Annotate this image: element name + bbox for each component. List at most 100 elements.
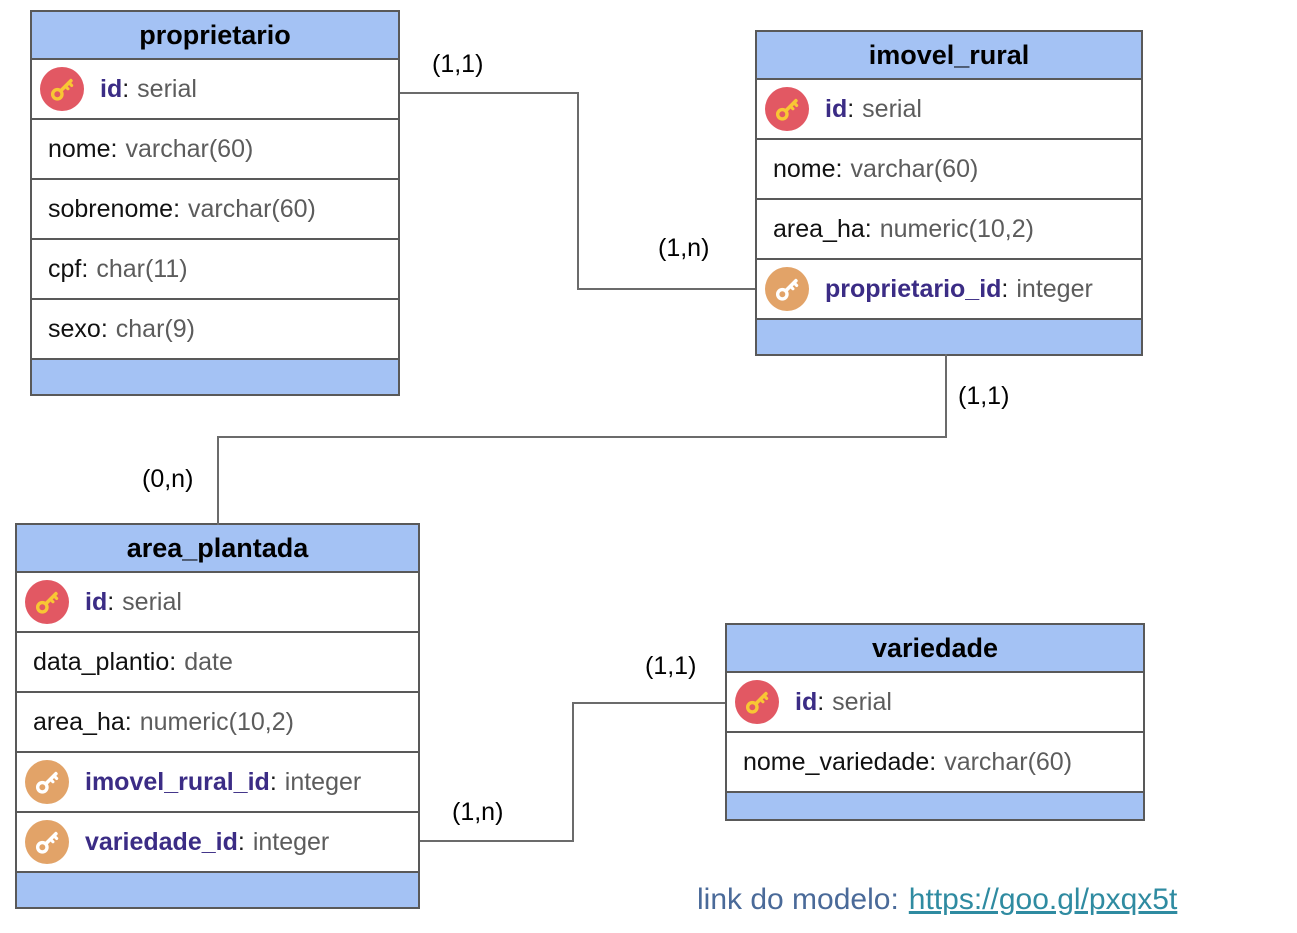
field-type: integer bbox=[1016, 274, 1093, 303]
connection-area-variedade-segment bbox=[420, 840, 574, 842]
field-row-sexo: sexo:char(9) bbox=[32, 300, 398, 360]
field-name: id bbox=[825, 94, 848, 123]
cardinality-label: (1,n) bbox=[452, 798, 504, 826]
field-row-cpf: cpf:char(11) bbox=[32, 240, 398, 300]
connection-area-variedade-segment bbox=[572, 702, 574, 842]
field-separator: : bbox=[237, 827, 245, 856]
field-separator: : bbox=[847, 94, 855, 123]
field-separator: : bbox=[107, 587, 115, 616]
field-name: nome bbox=[773, 154, 836, 183]
cardinality-label: (1,1) bbox=[958, 382, 1010, 410]
field-name: variedade_id bbox=[85, 827, 238, 856]
table-footer-bar bbox=[727, 793, 1143, 819]
field-type: varchar(60) bbox=[188, 194, 316, 223]
cardinality-label: (1,1) bbox=[645, 652, 697, 680]
field-separator: : bbox=[864, 214, 872, 243]
field-row-nome: nome:varchar(60) bbox=[757, 140, 1141, 200]
field-separator: : bbox=[100, 314, 108, 343]
field-row-id: id:serial bbox=[32, 60, 398, 120]
model-link-label: link do modelo: bbox=[697, 883, 899, 916]
field-type: serial bbox=[862, 94, 922, 123]
field-separator: : bbox=[269, 767, 277, 796]
entity-table-imovel-rural[interactable]: imovel_rural id:serial nome:varchar(60) … bbox=[755, 30, 1143, 356]
primary-key-icon bbox=[765, 87, 809, 131]
table-footer-bar bbox=[32, 360, 398, 394]
field-row-proprietario-id: proprietario_id:integer bbox=[757, 260, 1141, 320]
field-row-id: id:serial bbox=[727, 673, 1143, 733]
field-type: serial bbox=[137, 74, 197, 103]
field-separator: : bbox=[817, 687, 825, 716]
connection-imovel-area-segment bbox=[217, 436, 947, 438]
field-row-variedade-id: variedade_id:integer bbox=[17, 813, 418, 873]
field-separator: : bbox=[173, 194, 181, 223]
field-name: cpf bbox=[48, 254, 82, 283]
field-type: integer bbox=[252, 827, 330, 856]
field-separator: : bbox=[122, 74, 130, 103]
field-separator: : bbox=[169, 647, 177, 676]
foreign-key-icon bbox=[765, 267, 809, 311]
field-name: id bbox=[85, 587, 108, 616]
cardinality-label: (1,n) bbox=[658, 234, 710, 262]
field-row-id: id:serial bbox=[757, 80, 1141, 140]
field-type: numeric(10,2) bbox=[139, 707, 294, 736]
entity-table-proprietario[interactable]: proprietario id:serial nome:varchar(60) … bbox=[30, 10, 400, 396]
field-row-sobrenome: sobrenome:varchar(60) bbox=[32, 180, 398, 240]
field-name: proprietario_id bbox=[825, 274, 1002, 303]
table-footer-bar bbox=[17, 873, 418, 907]
connection-proprietario-imovel-segment bbox=[577, 288, 755, 290]
table-footer-bar bbox=[757, 320, 1141, 354]
model-link[interactable]: https://goo.gl/pxqx5t bbox=[908, 883, 1178, 916]
cardinality-label: (1,1) bbox=[432, 50, 484, 78]
field-type: varchar(60) bbox=[125, 134, 254, 163]
entity-table-variedade[interactable]: variedade id:serial nome_variedade:varch… bbox=[725, 623, 1145, 821]
primary-key-icon bbox=[25, 580, 69, 624]
field-name: sexo bbox=[48, 314, 101, 343]
field-separator: : bbox=[110, 134, 118, 163]
cardinality-label: (0,n) bbox=[142, 465, 194, 493]
connection-proprietario-imovel-segment bbox=[400, 92, 578, 94]
field-row-id: id:serial bbox=[17, 573, 418, 633]
field-name: area_ha bbox=[33, 707, 125, 736]
field-row-nome: nome:varchar(60) bbox=[32, 120, 398, 180]
field-name: data_plantio bbox=[33, 647, 170, 676]
foreign-key-icon bbox=[25, 820, 69, 864]
table-title: variedade bbox=[727, 625, 1143, 673]
field-row-data-plantio: data_plantio:date bbox=[17, 633, 418, 693]
field-separator: : bbox=[929, 747, 937, 776]
connection-imovel-area-segment bbox=[217, 436, 219, 525]
primary-key-icon bbox=[735, 680, 779, 724]
entity-table-area-plantada[interactable]: area_plantada id:serial data_plantio:dat… bbox=[15, 523, 420, 909]
field-separator: : bbox=[81, 254, 89, 283]
field-type: integer bbox=[284, 767, 362, 796]
field-type: char(9) bbox=[115, 314, 195, 343]
field-separator: : bbox=[1001, 274, 1009, 303]
field-type: serial bbox=[832, 687, 892, 716]
field-type: char(11) bbox=[96, 254, 188, 283]
table-title: imovel_rural bbox=[757, 32, 1141, 80]
field-type: serial bbox=[122, 587, 182, 616]
field-row-imovel-rural-id: imovel_rural_id:integer bbox=[17, 753, 418, 813]
field-type: varchar(60) bbox=[850, 154, 979, 183]
field-separator: : bbox=[124, 707, 132, 736]
table-title: area_plantada bbox=[17, 525, 418, 573]
field-name: sobrenome bbox=[48, 194, 174, 223]
connection-imovel-area-segment bbox=[945, 354, 947, 438]
field-separator: : bbox=[835, 154, 843, 183]
field-type: varchar(60) bbox=[944, 747, 1073, 776]
foreign-key-icon bbox=[25, 760, 69, 804]
table-title: proprietario bbox=[32, 12, 398, 60]
field-name: area_ha bbox=[773, 214, 865, 243]
field-name: id bbox=[100, 74, 123, 103]
field-name: id bbox=[795, 687, 818, 716]
field-name: imovel_rural_id bbox=[85, 767, 270, 796]
model-link-line: link do modelo: https://goo.gl/pxqx5t bbox=[697, 883, 1177, 917]
field-name: nome bbox=[48, 134, 111, 163]
connection-proprietario-imovel-segment bbox=[577, 92, 579, 290]
connection-area-variedade-segment bbox=[572, 702, 725, 704]
field-type: date bbox=[184, 647, 233, 676]
primary-key-icon bbox=[40, 67, 84, 111]
field-row-nome-variedade: nome_variedade:varchar(60) bbox=[727, 733, 1143, 793]
field-type: numeric(10,2) bbox=[879, 214, 1034, 243]
field-row-area-ha: area_ha:numeric(10,2) bbox=[17, 693, 418, 753]
